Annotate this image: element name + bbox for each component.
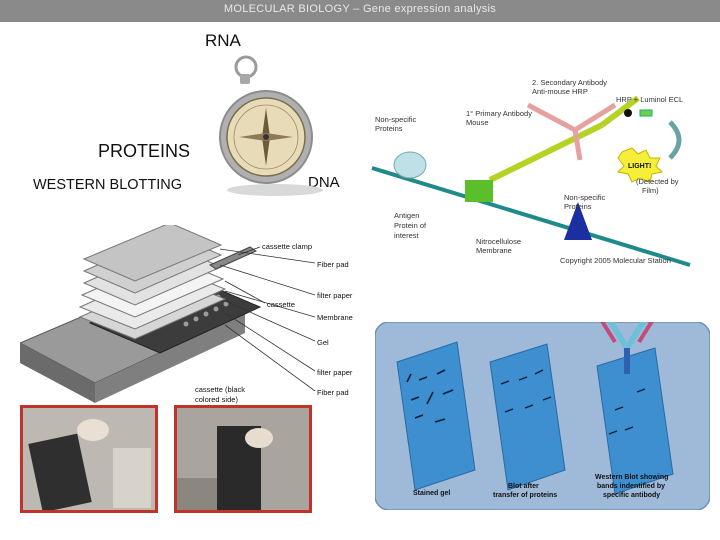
primary-antibody-label: 1° Primary Antibody	[466, 109, 532, 118]
nitrocellulose-membrane	[371, 166, 691, 267]
heading-rna: RNA	[205, 31, 241, 50]
label-fiber-pad-top: Fiber pad	[317, 260, 349, 269]
label-gel: Gel	[317, 338, 329, 347]
label-filter-paper-top: filter paper	[317, 291, 353, 300]
label-filter-paper-bottom: filter paper	[317, 368, 353, 377]
caption-blot-after-1: Blot after	[508, 483, 539, 490]
blotting-cassette-diagram: cassette clamp Fiber pad filter paper ca…	[20, 225, 353, 432]
label-colored-side: colored side)	[195, 395, 238, 404]
antibody-detection-diagram: LIGHT! 2. Secondary Antibody Anti-mouse …	[370, 70, 715, 270]
heading-western-blotting: WESTERN BLOTTING	[33, 177, 183, 193]
detected-by-label-2: Film)	[642, 186, 659, 195]
antigen-label-3: interest	[394, 231, 420, 240]
copyright-label: Copyright 2005 Molecular Station	[560, 256, 671, 265]
caption-stained-gel: Stained gel	[413, 490, 450, 497]
mouse-label: Mouse	[466, 118, 489, 127]
antibody-blot-sheet	[596, 347, 674, 495]
anti-mouse-hrp-label: Anti-mouse HRP	[532, 87, 588, 96]
non-specific-label-top-1: Non-specific	[375, 115, 417, 124]
slide-title: MOLECULAR BIOLOGY – Gene expression anal…	[223, 3, 497, 15]
secondary-antibody	[526, 102, 577, 133]
non-specific-protein-triangle	[564, 202, 592, 240]
non-specific-label-bottom-1: Non-specific	[564, 193, 606, 202]
antigen-label-2: Protein of	[394, 221, 427, 230]
heading-dna: DNA	[308, 174, 340, 191]
photo-cassette-hand-1	[20, 405, 158, 513]
label-cassette-clamp: cassette clamp	[262, 242, 312, 251]
compass-image	[219, 55, 323, 196]
non-specific-label-top-2: Proteins	[375, 124, 403, 133]
non-specific-label-bottom-2: Proteins	[564, 202, 592, 211]
caption-blot-after-2: transfer of proteins	[493, 492, 557, 499]
stained-gel-sheet	[396, 341, 476, 491]
y-antibody-icon	[600, 322, 654, 374]
membrane-label-2: Membrane	[476, 246, 512, 255]
detected-by-label-1: (Detected by	[636, 177, 679, 186]
label-cassette: cassette	[267, 300, 295, 309]
antigen-label-1: Antigen	[394, 211, 419, 220]
primary-antibody	[488, 122, 604, 183]
caption-western-blot-2: bands indentified by	[597, 483, 665, 490]
caption-western-blot-3: specific antibody	[603, 492, 660, 499]
non-specific-protein-oval	[393, 151, 427, 179]
antigen-square	[465, 180, 493, 202]
label-fiber-pad-bottom: Fiber pad	[317, 388, 349, 397]
photo-cassette-hand-2	[174, 405, 312, 513]
caption-western-blot-1: Western Blot showing	[595, 474, 668, 481]
label-cassette-black: cassette (black	[195, 385, 245, 394]
label-membrane: Membrane	[317, 313, 353, 322]
hrp-luminol-label: HRP + Luminol ECL	[616, 95, 683, 104]
membrane-label-1: Nitrocellulose	[476, 237, 521, 246]
western-blot-panel: Stained gel Blot after transfer of prote…	[375, 322, 710, 510]
heading-proteins: PROTEINS	[98, 141, 191, 161]
secondary-antibody-label: 2. Secondary Antibody	[532, 78, 607, 87]
light-label: LIGHT!	[628, 163, 651, 170]
title-bar	[0, 0, 720, 22]
